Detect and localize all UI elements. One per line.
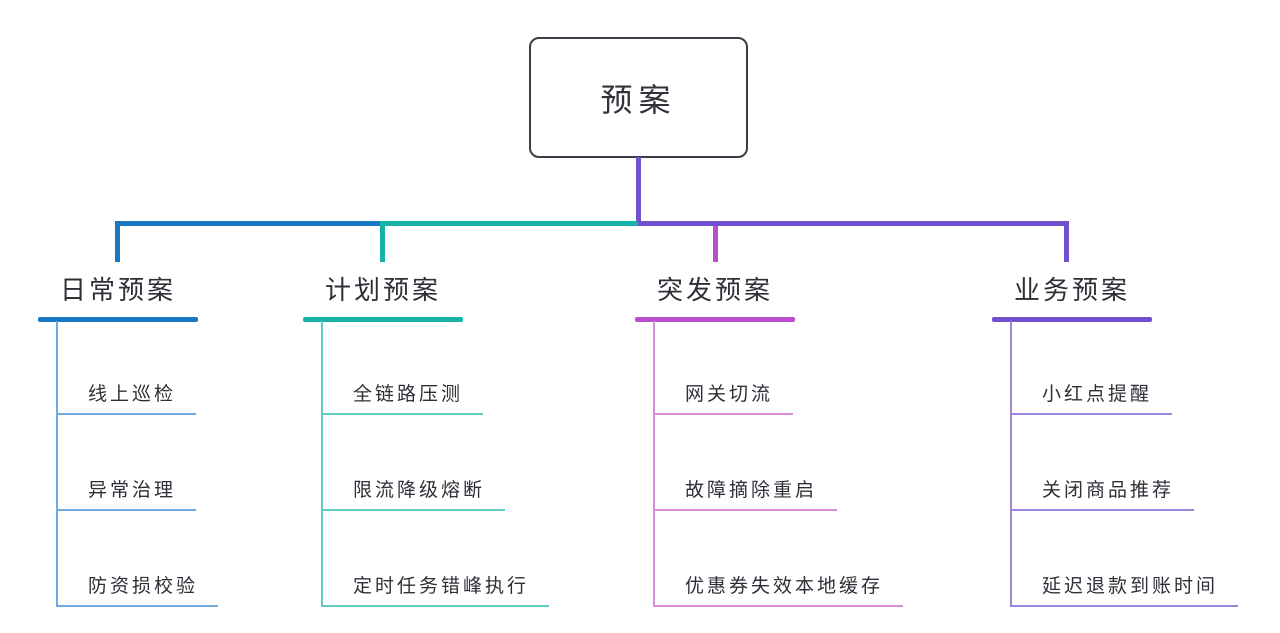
branch-vertical-line [653,321,655,607]
child-node[interactable]: 全链路压测 [321,375,484,415]
branch-underline [635,317,795,322]
child-node[interactable]: 关闭商品推荐 [1010,471,1195,511]
branch-vertical-line [56,321,58,607]
trunk-segment [382,221,638,226]
branch-drop-line [115,221,120,262]
child-node[interactable]: 限流降级熔断 [321,471,506,511]
branch-drop-line [1064,221,1069,262]
child-node[interactable]: 异常治理 [56,471,197,511]
branch-label[interactable]: 业务预案 [1013,274,1130,305]
child-node[interactable]: 小红点提醒 [1010,375,1173,415]
root-node[interactable]: 预案 [529,37,748,158]
child-node[interactable]: 优惠券失效本地缓存 [653,567,904,607]
branch-vertical-line [321,321,323,607]
branch-label[interactable]: 日常预案 [59,274,176,305]
trunk-segment [638,221,1069,226]
branch-label[interactable]: 计划预案 [324,274,441,305]
branch-underline [38,317,198,322]
root-connector [636,157,641,221]
branch-underline [303,317,463,322]
branch-drop-line [713,226,718,262]
branch-vertical-line [1010,321,1012,607]
child-node[interactable]: 网关切流 [653,375,794,415]
child-node[interactable]: 延迟退款到账时间 [1010,567,1239,607]
branch-drop-line [380,221,385,262]
trunk-segment [115,221,382,226]
branch-label[interactable]: 突发预案 [656,274,773,305]
branch-underline [992,317,1152,322]
child-node[interactable]: 定时任务错峰执行 [321,567,550,607]
child-node[interactable]: 线上巡检 [56,375,197,415]
child-node[interactable]: 防资损校验 [56,567,219,607]
child-node[interactable]: 故障摘除重启 [653,471,838,511]
